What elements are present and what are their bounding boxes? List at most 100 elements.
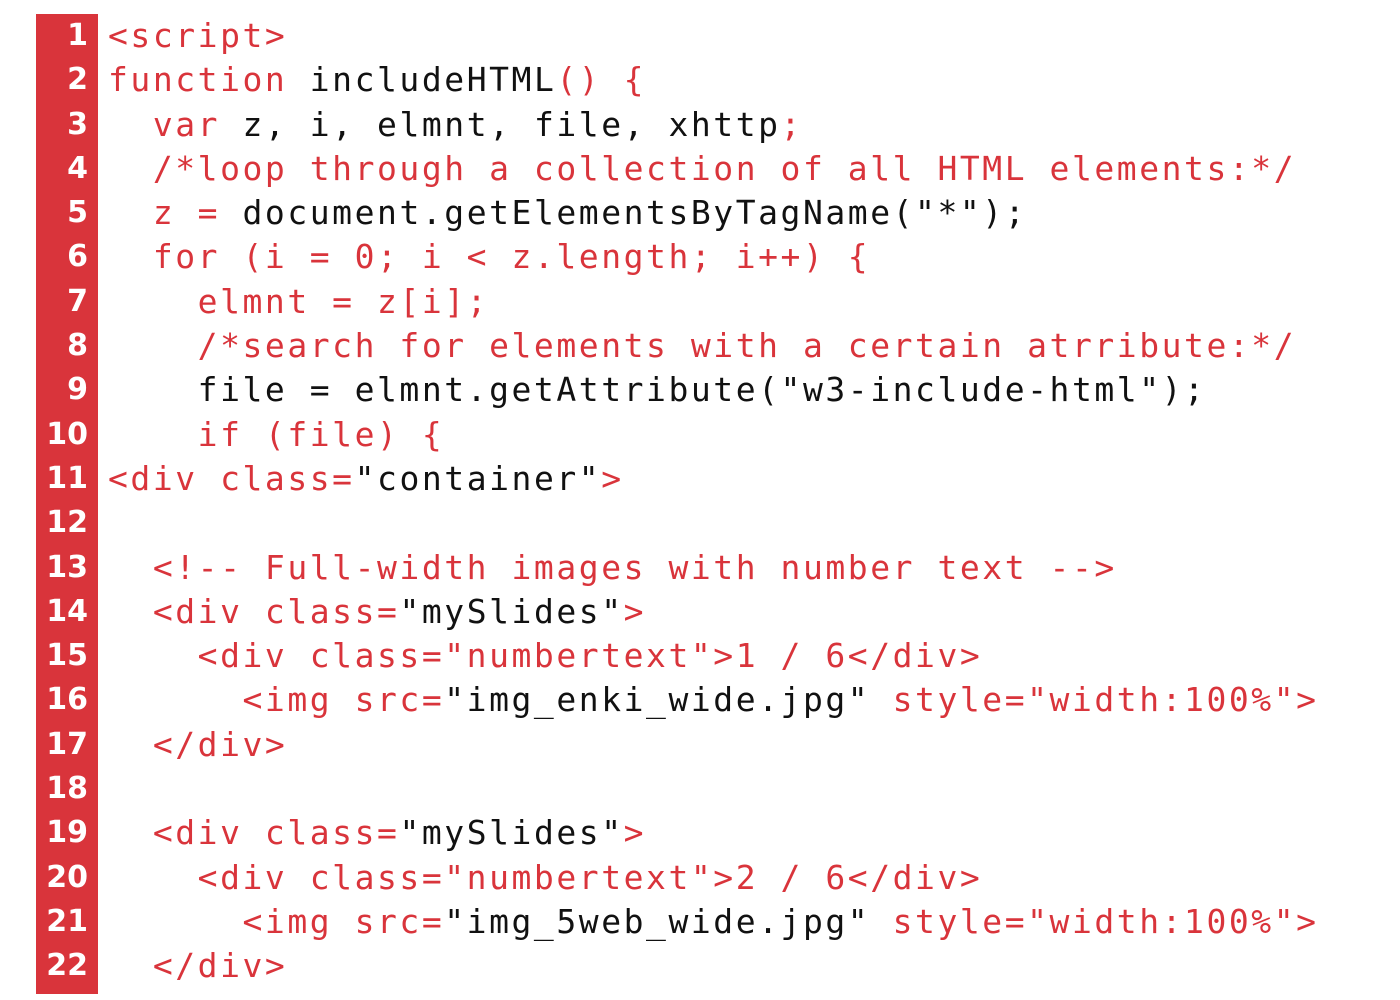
code-token: for (i = 0; i < z.length; i++) { <box>108 237 871 277</box>
code-text: <div class="container"> <box>108 457 624 501</box>
code-token: function <box>108 60 310 100</box>
line-number: 10 <box>46 416 88 452</box>
code-text: <!-- Full-width images with number text … <box>108 546 1117 590</box>
code-token: ; <box>780 104 803 144</box>
line-number: 9 <box>67 372 88 408</box>
code-token: z = <box>108 193 243 233</box>
code-token: > <box>623 591 647 631</box>
line-number: 12 <box>46 505 88 541</box>
code-line: 21 <img src="img_5web_wide.jpg" style="w… <box>36 900 1376 944</box>
code-token: style="width:100%"> <box>870 680 1319 720</box>
code-text: /*loop through a collection of all HTML … <box>108 147 1296 191</box>
line-number: 14 <box>46 593 88 629</box>
code-text: <div class="numbertext">1 / 6</div> <box>108 634 982 678</box>
code-line: 1 <script> <box>36 14 1376 58</box>
code-line: 4 /*loop through a collection of all HTM… <box>36 147 1376 191</box>
line-number: 7 <box>67 283 88 319</box>
code-line: 20 <div class="numbertext">2 / 6</div> <box>36 856 1376 900</box>
code-line: 7 elmnt = z[i]; <box>36 280 1376 324</box>
code-text: for (i = 0; i < z.length; i++) { <box>108 235 870 279</box>
code-line: 13 <!-- Full-width images with number te… <box>36 546 1376 590</box>
code-line: 10 if (file) { <box>36 413 1376 457</box>
code-text: <script> <box>108 14 287 58</box>
line-number: 18 <box>46 771 88 807</box>
code-token: if (file) { <box>108 414 445 454</box>
line-number: 1 <box>67 18 88 53</box>
code-text: <div class="numbertext">2 / 6</div> <box>108 856 982 900</box>
line-number: 19 <box>46 815 88 851</box>
line-number: 20 <box>46 859 88 895</box>
code-token: <img src= <box>108 901 445 941</box>
code-text: function includeHTML() { <box>108 58 646 102</box>
code-token: <div class= <box>108 458 355 498</box>
code-token: style="width:100%"> <box>870 901 1319 941</box>
code-token: <div class= <box>108 813 400 853</box>
line-number: 22 <box>46 948 88 984</box>
code-line: 12 <box>36 501 1376 545</box>
code-token: includeHTML <box>309 60 557 100</box>
code-token: <script> <box>108 16 288 55</box>
code-line: 15 <div class="numbertext">1 / 6</div> <box>36 634 1376 678</box>
code-text: <div class="mySlides"> <box>108 590 646 634</box>
code-line: 11 <div class="container"> <box>36 457 1376 501</box>
code-token: elmnt = z[i]; <box>108 281 490 321</box>
code-text: </div> <box>108 944 287 988</box>
code-line: 14 <div class="mySlides"> <box>36 590 1376 634</box>
code-token: /*search for elements with a certain atr… <box>108 326 1297 366</box>
code-token: <div class= <box>108 591 400 631</box>
line-number: 13 <box>46 549 88 585</box>
code-line: 17 </div> <box>36 723 1376 767</box>
code-token: "mySlides" <box>399 813 624 853</box>
code-text: /*search for elements with a certain atr… <box>108 324 1296 368</box>
line-number: 6 <box>67 239 88 275</box>
line-number: 3 <box>67 106 88 142</box>
code-token: "mySlides" <box>399 591 624 631</box>
code-line: 22 </div> <box>36 944 1376 988</box>
code-text: </div> <box>108 723 287 767</box>
code-token: > <box>601 458 624 498</box>
code-token: "img_5web_wide.jpg" <box>444 901 871 941</box>
code-text: elmnt = z[i]; <box>108 280 489 324</box>
code-line: 3 var z, i, elmnt, file, xhttp; <box>36 103 1376 147</box>
code-line: 2 function includeHTML() { <box>36 58 1376 102</box>
code-token: <div class="numbertext">2 / 6</div> <box>108 857 983 897</box>
line-number: 17 <box>46 726 88 762</box>
code-text: <img src="img_5web_wide.jpg" style="widt… <box>108 900 1319 944</box>
code-line: 18 <box>36 767 1376 811</box>
code-token: </div> <box>108 724 288 764</box>
line-number: 11 <box>46 460 88 496</box>
line-number: 16 <box>46 682 88 718</box>
line-number: 21 <box>46 903 88 939</box>
code-token: <!-- Full-width images with number text … <box>108 547 1117 587</box>
code-token: var <box>108 104 243 144</box>
line-number: 15 <box>46 638 88 674</box>
code-token: > <box>623 813 647 853</box>
code-token: <div class="numbertext">1 / 6</div> <box>108 636 983 676</box>
code-text: <div class="mySlides"> <box>108 811 646 855</box>
line-number: 2 <box>67 62 88 98</box>
line-number: 4 <box>67 150 88 186</box>
code-token: "img_enki_wide.jpg" <box>444 680 871 720</box>
code-token: "container" <box>354 458 602 498</box>
code-line: 16 <img src="img_enki_wide.jpg" style="w… <box>36 678 1376 722</box>
line-number-gutter <box>36 14 98 994</box>
code-text: var z, i, elmnt, file, xhttp; <box>108 103 803 147</box>
code-line: 8 /*search for elements with a certain a… <box>36 324 1376 368</box>
code-token: <img src= <box>108 680 445 720</box>
code-text: if (file) { <box>108 413 444 457</box>
code-line: 5 z = document.getElementsByTagName("*")… <box>36 191 1376 235</box>
code-text: z = document.getElementsByTagName("*"); <box>108 191 1027 235</box>
code-token: z, i, elmnt, file, xhttp <box>242 104 781 144</box>
code-line: 6 for (i = 0; i < z.length; i++) { <box>36 235 1376 279</box>
line-number: 5 <box>67 195 88 231</box>
code-text: file = elmnt.getAttribute("w3-include-ht… <box>108 368 1206 412</box>
code-line: 9 file = elmnt.getAttribute("w3-include-… <box>36 368 1376 412</box>
code-token: () { <box>556 60 647 100</box>
line-number: 8 <box>67 328 88 364</box>
code-text: <img src="img_enki_wide.jpg" style="widt… <box>108 678 1319 722</box>
code-line: 19 <div class="mySlides"> <box>36 811 1376 855</box>
code-token: file = elmnt.getAttribute("w3-include-ht… <box>108 370 1207 410</box>
code-token: /*loop through a collection of all HTML … <box>108 148 1297 188</box>
